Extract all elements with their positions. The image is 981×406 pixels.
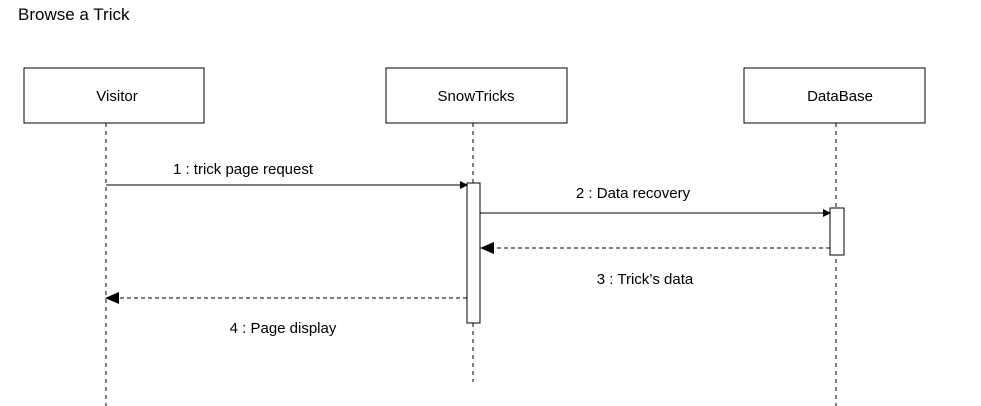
actor-database: DataBase xyxy=(743,67,926,124)
message-4-label: 4 : Page display xyxy=(230,320,337,337)
actor-snowtricks-label: SnowTricks xyxy=(438,88,515,105)
actor-database-label: DataBase xyxy=(807,88,873,105)
message-3: 3 : Trick’s data xyxy=(480,242,830,288)
message-2: 2 : Data recovery xyxy=(480,185,831,217)
message-2-label: 2 : Data recovery xyxy=(576,185,691,202)
actor-visitor-label: Visitor xyxy=(96,88,137,105)
activation-database xyxy=(829,207,845,256)
diagram-title: Browse a Trick xyxy=(18,5,130,24)
activation-snowtricks xyxy=(466,182,481,324)
actor-snowtricks: SnowTricks xyxy=(385,67,568,124)
message-4: 4 : Page display xyxy=(105,292,467,337)
message-1-label: 1 : trick page request xyxy=(173,161,314,178)
actor-visitor: Visitor xyxy=(23,67,205,124)
message-3-label: 3 : Trick’s data xyxy=(597,271,694,288)
message-1: 1 : trick page request xyxy=(106,161,468,189)
